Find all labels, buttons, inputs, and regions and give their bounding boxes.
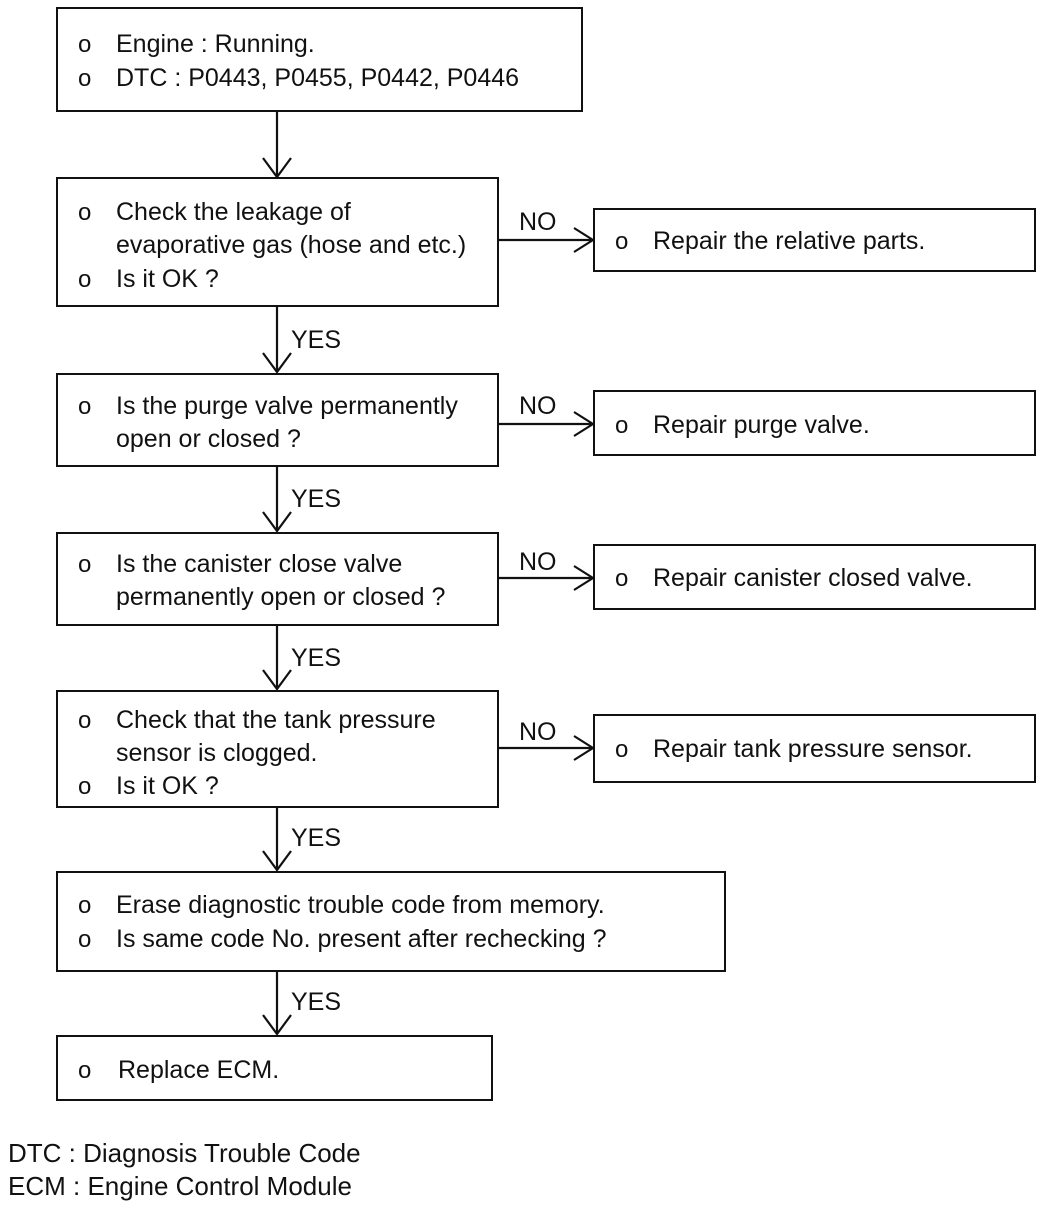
bullet: o xyxy=(615,228,629,255)
step-4-yes-label: YES xyxy=(291,824,342,852)
step-4-box: o Check that the tank pressure sensor is… xyxy=(56,690,499,808)
step-1-no-label: NO xyxy=(519,208,557,236)
step-3-box: o Is the canister close valve permanentl… xyxy=(56,532,499,626)
final-line-1: Replace ECM. xyxy=(118,1056,280,1084)
legend-dtc: DTC : Diagnosis Trouble Code xyxy=(8,1138,361,1168)
bullet: o xyxy=(78,707,92,734)
arrowhead-step2 xyxy=(262,352,292,374)
step-4-line-2: sensor is clogged. xyxy=(116,739,318,767)
step-5-line-2: Is same code No. present after recheckin… xyxy=(116,925,607,953)
step-4-line-3: Is it OK ? xyxy=(116,772,219,800)
step-1-yes-label: YES xyxy=(291,326,342,354)
bullet: o xyxy=(78,65,92,92)
arrowhead-final xyxy=(262,1014,292,1036)
bullet: o xyxy=(78,393,92,420)
step-2-no-action: Repair purge valve. xyxy=(653,411,870,439)
bullet: o xyxy=(78,1057,92,1084)
step-5-line-1: Erase diagnostic trouble code from memor… xyxy=(116,891,605,919)
legend-ecm: ECM : Engine Control Module xyxy=(8,1171,352,1201)
step-3-no-action: Repair canister closed valve. xyxy=(653,564,973,592)
bullet: o xyxy=(615,412,629,439)
step-2-line-2: open or closed ? xyxy=(116,425,301,453)
step-2-yes-label: YES xyxy=(291,485,342,513)
step-3-line-2: permanently open or closed ? xyxy=(116,583,446,611)
step-4-line-1: Check that the tank pressure xyxy=(116,706,436,734)
step-4-no-action-box: o Repair tank pressure sensor. xyxy=(593,714,1036,783)
step-1-line-1: Check the leakage of xyxy=(116,198,351,226)
bullet: o xyxy=(78,551,92,578)
step-3-line-1: Is the canister close valve xyxy=(116,550,403,578)
step-1-line-2: evaporative gas (hose and etc.) xyxy=(116,231,467,259)
step-3-no-action-box: o Repair canister closed valve. xyxy=(593,544,1036,610)
step-1-no-action-box: o Repair the relative parts. xyxy=(593,208,1036,272)
step-1-no-action: Repair the relative parts. xyxy=(653,227,926,255)
step-5-box: o Erase diagnostic trouble code from mem… xyxy=(56,871,726,972)
bullet: o xyxy=(78,773,92,800)
step-2-box: o Is the purge valve permanently open or… xyxy=(56,373,499,467)
step-4-no-action: Repair tank pressure sensor. xyxy=(653,735,973,763)
step-1-box: o Check the leakage of evaporative gas (… xyxy=(56,177,499,307)
arrowhead-step5 xyxy=(262,850,292,872)
step-1-line-3: Is it OK ? xyxy=(116,265,219,293)
arrowhead-step3 xyxy=(262,511,292,533)
start-line-1: Engine : Running. xyxy=(116,30,315,58)
bullet: o xyxy=(615,736,629,763)
bullet: o xyxy=(78,266,92,293)
step-5-yes-label: YES xyxy=(291,988,342,1016)
bullet: o xyxy=(78,31,92,58)
step-2-line-1: Is the purge valve permanently xyxy=(116,392,458,420)
start-condition-box: o Engine : Running. o DTC : P0443, P0455… xyxy=(56,7,583,112)
step-2-no-label: NO xyxy=(519,392,557,420)
start-line-2: DTC : P0443, P0455, P0442, P0446 xyxy=(116,64,520,92)
step-4-no-label: NO xyxy=(519,718,557,746)
arrowhead-step4 xyxy=(262,669,292,691)
bullet: o xyxy=(78,926,92,953)
step-3-yes-label: YES xyxy=(291,644,342,672)
step-2-no-action-box: o Repair purge valve. xyxy=(593,390,1036,456)
bullet: o xyxy=(78,199,92,226)
bullet: o xyxy=(78,892,92,919)
final-action-box: o Replace ECM. xyxy=(56,1035,493,1101)
step-3-no-label: NO xyxy=(519,548,557,576)
bullet: o xyxy=(615,565,629,592)
